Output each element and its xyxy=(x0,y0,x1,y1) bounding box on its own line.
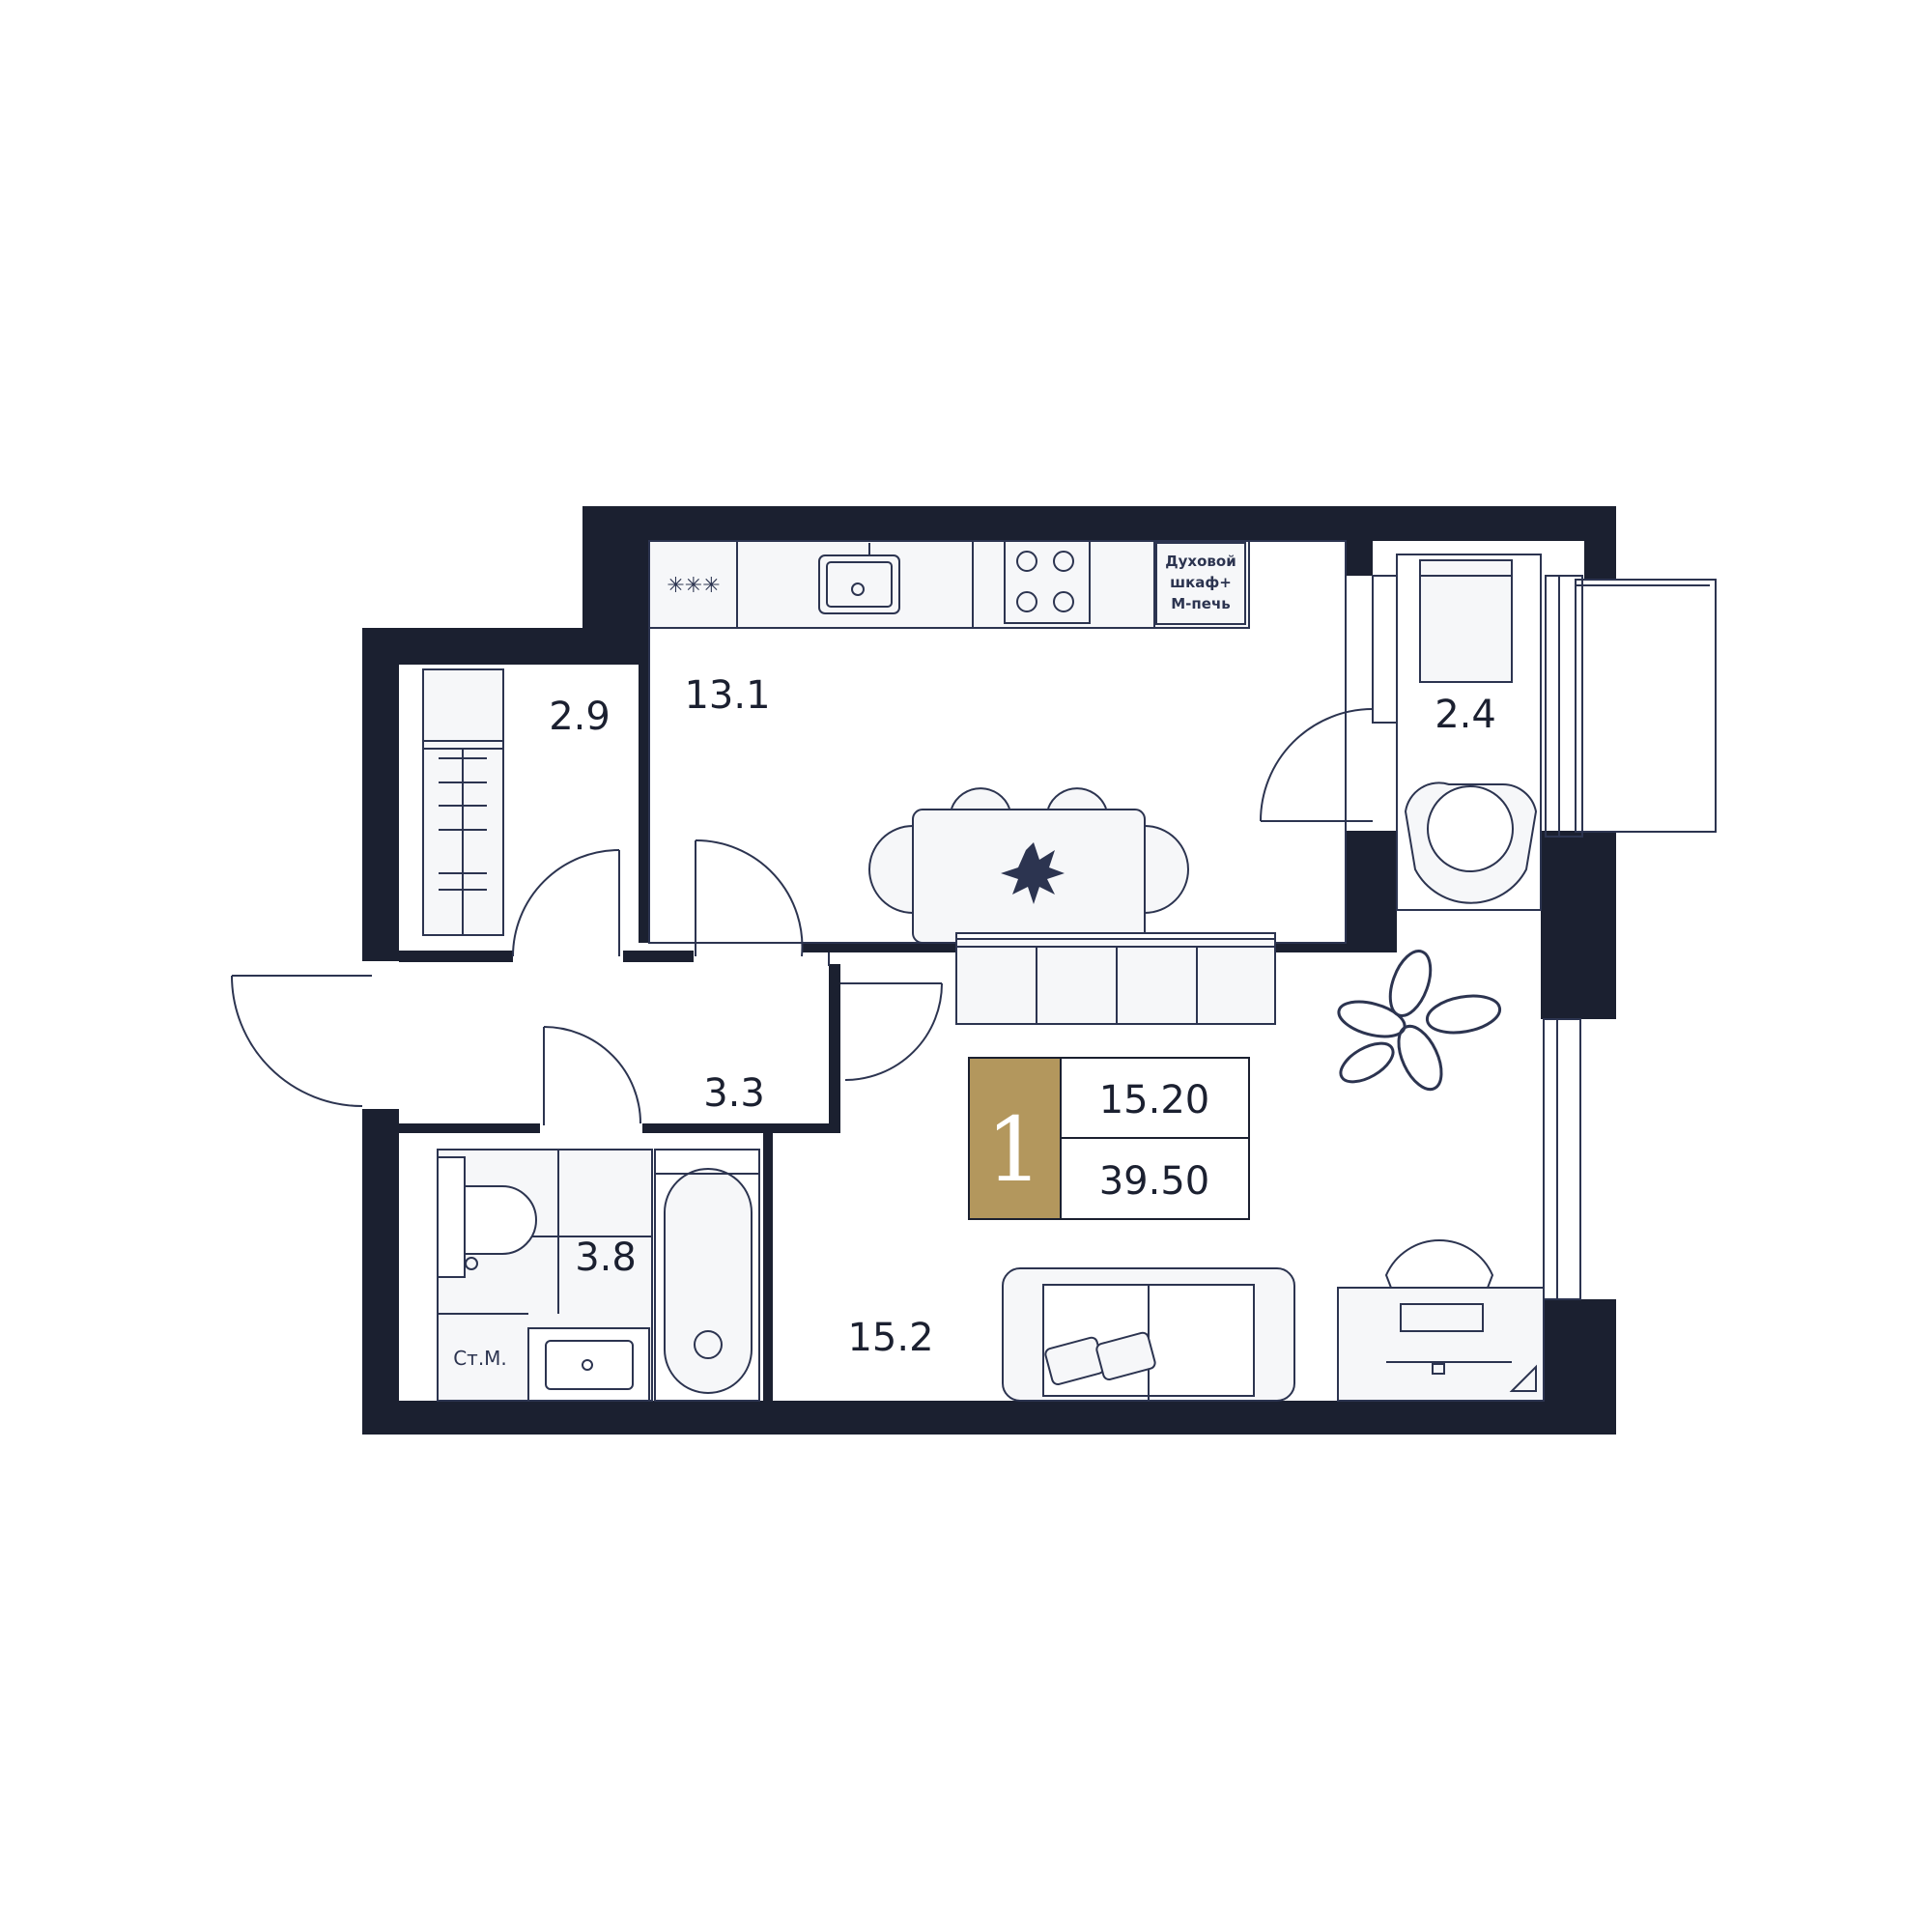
kitchen-counter xyxy=(648,540,1250,629)
washer-label: Ст.М. xyxy=(453,1347,507,1370)
svg-text:Духовой: Духовой xyxy=(1165,553,1236,570)
plant-icon xyxy=(1337,950,1502,1092)
living-window xyxy=(1543,1018,1581,1300)
tv-stand xyxy=(955,932,1276,1025)
area-bathroom: 3.8 xyxy=(575,1236,637,1280)
area-hall: 3.3 xyxy=(703,1071,765,1116)
area-balcony: 2.4 xyxy=(1435,693,1496,737)
oven-label: Духовой шкаф+ М-печь xyxy=(1165,553,1236,612)
bathroom xyxy=(437,1149,760,1402)
doors xyxy=(231,708,1374,1125)
svg-text:шкаф+: шкаф+ xyxy=(1170,574,1232,591)
walls xyxy=(362,506,1616,1435)
area-kitchen: 13.1 xyxy=(684,673,770,718)
area-living: 15.2 xyxy=(847,1316,933,1360)
desk xyxy=(1337,1238,1545,1402)
dishwasher-icon: ✳✳✳ xyxy=(667,574,720,598)
balcony-window-frame xyxy=(1372,575,1398,724)
balcony xyxy=(1396,554,1717,911)
svg-text:М-печь: М-печь xyxy=(1171,595,1230,612)
rooms-count: 1 xyxy=(986,1098,1043,1202)
rooms-count-badge xyxy=(968,1057,1062,1220)
summary-box: 1 15.20 39.50 xyxy=(968,1057,1250,1220)
total-area: 39.50 xyxy=(1099,1159,1210,1204)
living-area: 15.20 xyxy=(1099,1078,1210,1122)
closet-shelves xyxy=(422,668,504,936)
flower-icon xyxy=(1001,842,1065,904)
area-closet: 2.9 xyxy=(549,695,611,739)
sofa xyxy=(1002,1267,1295,1402)
